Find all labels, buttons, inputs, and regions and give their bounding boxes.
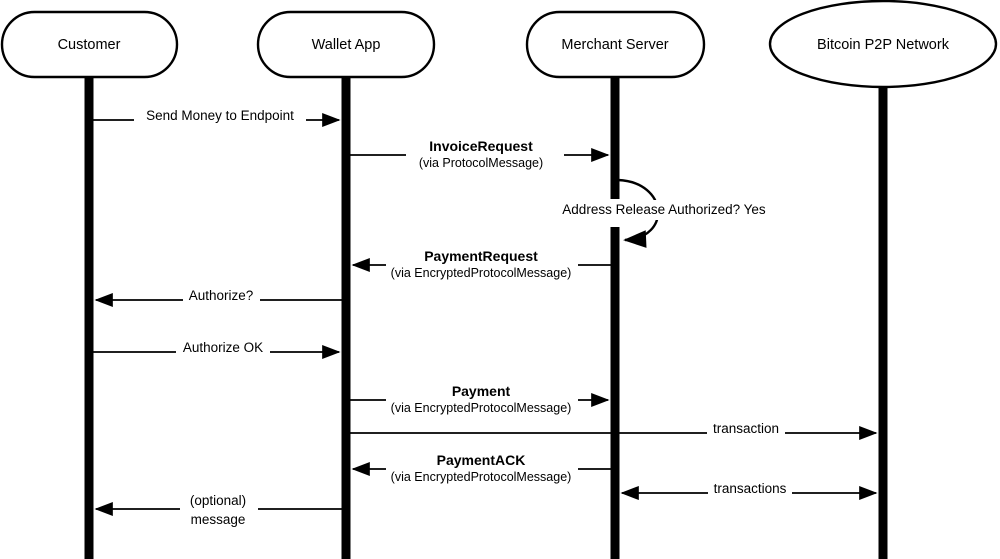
message-optional-message[interactable]: (optional) message [94, 490, 342, 527]
message-payment-ack[interactable]: PaymentACK (via EncryptedProtocolMessage… [351, 450, 611, 484]
actor-box [256, 10, 436, 79]
message-sublabel: (via EncryptedProtocolMessage) [391, 470, 572, 484]
actor-customer[interactable]: Customer [0, 10, 179, 79]
message-sublabel: (via EncryptedProtocolMessage) [391, 401, 572, 415]
label-backdrop [707, 421, 785, 438]
message-label: Address Release Authorized? Yes [562, 202, 766, 217]
label-backdrop [386, 381, 578, 411]
label-backdrop [386, 246, 578, 276]
message-payment-request[interactable]: PaymentRequest (via EncryptedProtocolMes… [351, 246, 611, 280]
message-label: Authorize? [189, 288, 254, 303]
message-sublabel: (via ProtocolMessage) [419, 156, 543, 170]
message-send-money[interactable]: Send Money to Endpoint [93, 108, 341, 128]
actor-label: Customer [58, 37, 121, 53]
message-sublabel: (via EncryptedProtocolMessage) [391, 266, 572, 280]
label-backdrop [708, 481, 792, 498]
message-authorize-query[interactable]: Authorize? [94, 288, 342, 308]
message-label: transactions [714, 481, 787, 496]
label-backdrop [551, 200, 777, 220]
actor-label: Bitcoin P2P Network [817, 37, 950, 53]
label-backdrop [134, 108, 306, 125]
message-transaction[interactable]: transaction [350, 421, 878, 441]
message-authorize-ok[interactable]: Authorize OK [93, 340, 341, 360]
actor-label: Merchant Server [561, 37, 668, 53]
actor-box [525, 10, 706, 79]
message-sublabel: message [191, 512, 246, 527]
label-backdrop [176, 340, 270, 357]
message-label: Send Money to Endpoint [146, 108, 294, 123]
message-label: Payment [452, 383, 511, 399]
actor-wallet-app[interactable]: Wallet App [256, 10, 436, 79]
message-label: PaymentACK [437, 452, 526, 468]
lifelines-group [84, 77, 888, 559]
message-payment[interactable]: Payment (via EncryptedProtocolMessage) [350, 381, 610, 415]
label-backdrop [180, 490, 258, 520]
label-backdrop [386, 450, 578, 480]
label-backdrop [183, 288, 260, 305]
message-label: PaymentRequest [424, 248, 538, 264]
actor-bitcoin-p2p-network[interactable]: Bitcoin P2P Network [768, 0, 998, 89]
actors-group: Customer Wallet App Merchant Server Bitc… [0, 0, 998, 89]
message-label: Authorize OK [183, 340, 263, 355]
message-label: InvoiceRequest [429, 138, 533, 154]
messages-group: Send Money to Endpoint InvoiceRequest (v… [93, 108, 878, 527]
message-invoice-request[interactable]: InvoiceRequest (via ProtocolMessage) [350, 136, 610, 170]
label-backdrop [406, 136, 564, 166]
message-label: (optional) [190, 493, 246, 508]
actor-merchant-server[interactable]: Merchant Server [525, 10, 706, 79]
actor-box [0, 10, 179, 79]
message-address-release-authorized[interactable]: Address Release Authorized? Yes [551, 178, 777, 248]
message-transactions[interactable]: transactions [620, 481, 878, 501]
actor-ellipse [768, 0, 998, 89]
message-label: transaction [713, 421, 779, 436]
actor-label: Wallet App [312, 37, 381, 53]
